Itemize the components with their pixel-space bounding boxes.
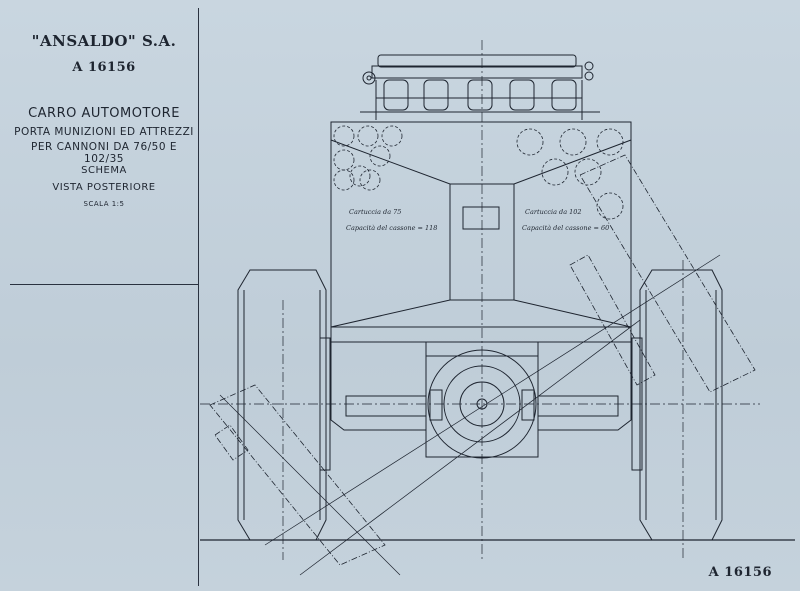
cartridge-75-circles xyxy=(333,125,403,191)
note-left-line2: Capacità del cassone = 118 xyxy=(346,224,437,232)
note-right-line1: Cartuccia da 102 xyxy=(525,208,582,216)
lower-chassis xyxy=(319,337,643,471)
note-right-line2: Capacità del cassone = 60 xyxy=(522,224,609,232)
note-left-line1: Cartuccia da 75 xyxy=(349,208,401,216)
title-block-divider xyxy=(10,284,198,285)
cartridge-102-circles xyxy=(516,128,624,220)
tilted-wheel-right xyxy=(569,154,756,393)
view-type: SCHEMA xyxy=(81,165,127,176)
left-wheel xyxy=(237,269,327,541)
drawing-title: CARRO AUTOMOTORE xyxy=(28,106,180,121)
drawing-number-bottom: A 16156 xyxy=(708,565,772,580)
stability-lines xyxy=(219,254,721,576)
company-name: "ANSALDO" S.A. xyxy=(31,32,177,50)
lid-assembly xyxy=(360,54,600,120)
drawing-subtitle-line1: PORTA MUNIZIONI ED ATTREZZI xyxy=(14,126,194,138)
capacity-notes: Cartuccia da 75 Capacità del cassone = 1… xyxy=(346,208,609,232)
drawing-number: A 16156 xyxy=(72,60,136,75)
ammo-body xyxy=(330,121,632,343)
tilted-wheel-left xyxy=(209,384,386,566)
drawing-subtitle-line2: PER CANNONI DA 76/50 E 102/35 xyxy=(30,141,178,165)
right-wheel xyxy=(639,269,723,541)
drawing-scale: SCALA 1:5 xyxy=(83,200,125,208)
title-block: "ANSALDO" S.A. A 16156 CARRO AUTOMOTORE … xyxy=(10,8,199,586)
view-name: VISTA POSTERIORE xyxy=(52,182,156,193)
